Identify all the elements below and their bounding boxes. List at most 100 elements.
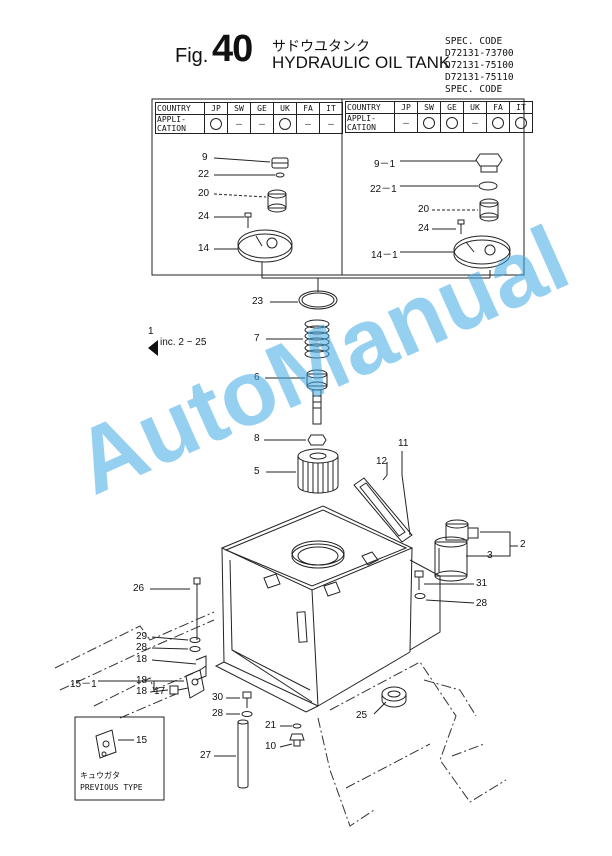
part-label-11: 11 bbox=[398, 438, 409, 449]
circle-mark-icon bbox=[446, 117, 458, 129]
spec-code-line-3: D72131-75100 bbox=[445, 60, 514, 71]
washer-28c bbox=[241, 711, 253, 717]
title-english: HYDRAULIC OIL TANK bbox=[272, 53, 451, 72]
bolt-30 bbox=[242, 691, 252, 708]
drain-plug-10 bbox=[289, 733, 305, 747]
adapter-right bbox=[479, 198, 499, 222]
application-label: APPLI-CATION bbox=[345, 113, 395, 133]
tie-rod-26 bbox=[193, 577, 201, 640]
mark-sw: － bbox=[227, 114, 251, 134]
nut-8 bbox=[307, 434, 327, 446]
level-gauge-12 bbox=[353, 477, 413, 543]
part-label-7: 7 bbox=[254, 333, 260, 344]
figure-number: 40 bbox=[212, 28, 253, 70]
adapter-left bbox=[267, 189, 287, 213]
line-filter-2 bbox=[434, 519, 479, 582]
bolt-17 bbox=[169, 685, 189, 695]
application-table-right: COUNTRY JP SW GE UK FA IT APPLI-CATION －… bbox=[345, 101, 533, 133]
mark-ge bbox=[440, 113, 464, 133]
mark-sw bbox=[417, 113, 441, 133]
pipe-27 bbox=[237, 719, 249, 789]
part-label-15: 15 bbox=[136, 735, 148, 746]
part-label-20: 20 bbox=[198, 188, 210, 199]
bracket-15-1 bbox=[185, 665, 207, 699]
variant-bracket bbox=[261, 262, 319, 292]
washer-28b bbox=[189, 646, 201, 652]
circle-mark-icon bbox=[492, 117, 504, 129]
plate-right bbox=[453, 235, 511, 269]
figure-label: Fig. bbox=[175, 45, 209, 67]
part-label-24: 24 bbox=[198, 211, 210, 222]
spring-7 bbox=[304, 319, 330, 359]
part-label-18-mid: 18 bbox=[136, 675, 148, 686]
oring-left bbox=[275, 172, 285, 178]
oring-23 bbox=[298, 290, 338, 310]
mark-it bbox=[509, 113, 533, 133]
part-label-22-1: 22－1 bbox=[370, 184, 397, 195]
part-label-29: 29 bbox=[136, 631, 148, 642]
part-label-23: 23 bbox=[252, 296, 264, 307]
previous-type-label-jp: キュウガタ bbox=[80, 771, 120, 780]
spec-code-line-4: D72131-75110 bbox=[445, 72, 514, 83]
part-label-25: 25 bbox=[356, 710, 368, 721]
spec-code-line-1: SPEC. CODE bbox=[445, 36, 503, 47]
washer-29 bbox=[189, 637, 201, 643]
part-label-30: 30 bbox=[212, 692, 224, 703]
assembly-arrow-icon bbox=[148, 340, 158, 356]
assembly-includes-note: inc. 2 ~ 25 bbox=[160, 337, 207, 348]
part-label-8: 8 bbox=[254, 433, 260, 444]
part-label-6: 6 bbox=[254, 372, 260, 383]
part-label-18-low: 18 bbox=[136, 686, 148, 697]
oring-21 bbox=[292, 723, 302, 729]
part-label-1: 1 bbox=[148, 326, 154, 337]
part-label-26: 26 bbox=[133, 583, 145, 594]
circle-mark-icon bbox=[515, 117, 527, 129]
part-label-3: 3 bbox=[487, 550, 493, 561]
spec-code-line-5: SPEC. CODE bbox=[445, 84, 503, 95]
grommet-25 bbox=[381, 686, 407, 708]
part-label-24-right: 24 bbox=[418, 223, 430, 234]
part-label-5: 5 bbox=[254, 466, 260, 477]
plate-left bbox=[237, 229, 293, 263]
screw-left bbox=[244, 212, 252, 228]
washer-28 bbox=[414, 593, 426, 599]
variant-box-right bbox=[341, 98, 525, 276]
part-label-9: 9 bbox=[202, 152, 208, 163]
part-label-18-top: 18 bbox=[136, 654, 148, 665]
mark-jp: － bbox=[394, 113, 418, 133]
breather-cap-left bbox=[271, 157, 289, 169]
circle-mark-icon bbox=[210, 118, 222, 130]
part-label-15-1: 15－1 bbox=[70, 679, 97, 690]
circle-mark-icon bbox=[423, 117, 435, 129]
bracket-15-previous bbox=[95, 729, 117, 759]
part-label-28-right: 28 bbox=[476, 598, 488, 609]
mark-it: － bbox=[319, 114, 343, 134]
part-label-27: 27 bbox=[200, 750, 212, 761]
oring-right bbox=[478, 181, 498, 191]
part-label-31: 31 bbox=[476, 578, 488, 589]
bolt-31 bbox=[414, 570, 424, 590]
filter-element-5 bbox=[297, 448, 339, 494]
machine-frame-outline bbox=[54, 611, 507, 827]
variant-box-left bbox=[151, 98, 343, 276]
part-label-21: 21 bbox=[265, 720, 277, 731]
breather-cap-right bbox=[475, 153, 503, 173]
part-label-20-right: 20 bbox=[418, 204, 430, 215]
part-label-22: 22 bbox=[198, 169, 210, 180]
part-label-9-1: 9－1 bbox=[374, 159, 396, 170]
part-label-14-1: 14－1 bbox=[371, 250, 398, 261]
part-label-28-bottom: 28 bbox=[212, 708, 224, 719]
spec-code-line-2: D72131-73700 bbox=[445, 48, 514, 59]
part-label-10: 10 bbox=[265, 741, 277, 752]
part-label-17: 17 bbox=[154, 686, 166, 697]
part-label-12: 12 bbox=[376, 456, 388, 467]
hydraulic-tank-body bbox=[195, 505, 441, 713]
part-label-28-left: 28 bbox=[136, 642, 148, 653]
application-table-left: COUNTRY JP SW GE UK FA IT APPLI-CATION －… bbox=[155, 102, 343, 134]
screw-right bbox=[457, 219, 465, 234]
circle-mark-icon bbox=[279, 118, 291, 130]
part-label-2: 2 bbox=[520, 539, 526, 550]
previous-type-label-en: PREVIOUS TYPE bbox=[80, 783, 143, 792]
title-japanese: サドウユタンク bbox=[272, 39, 370, 55]
